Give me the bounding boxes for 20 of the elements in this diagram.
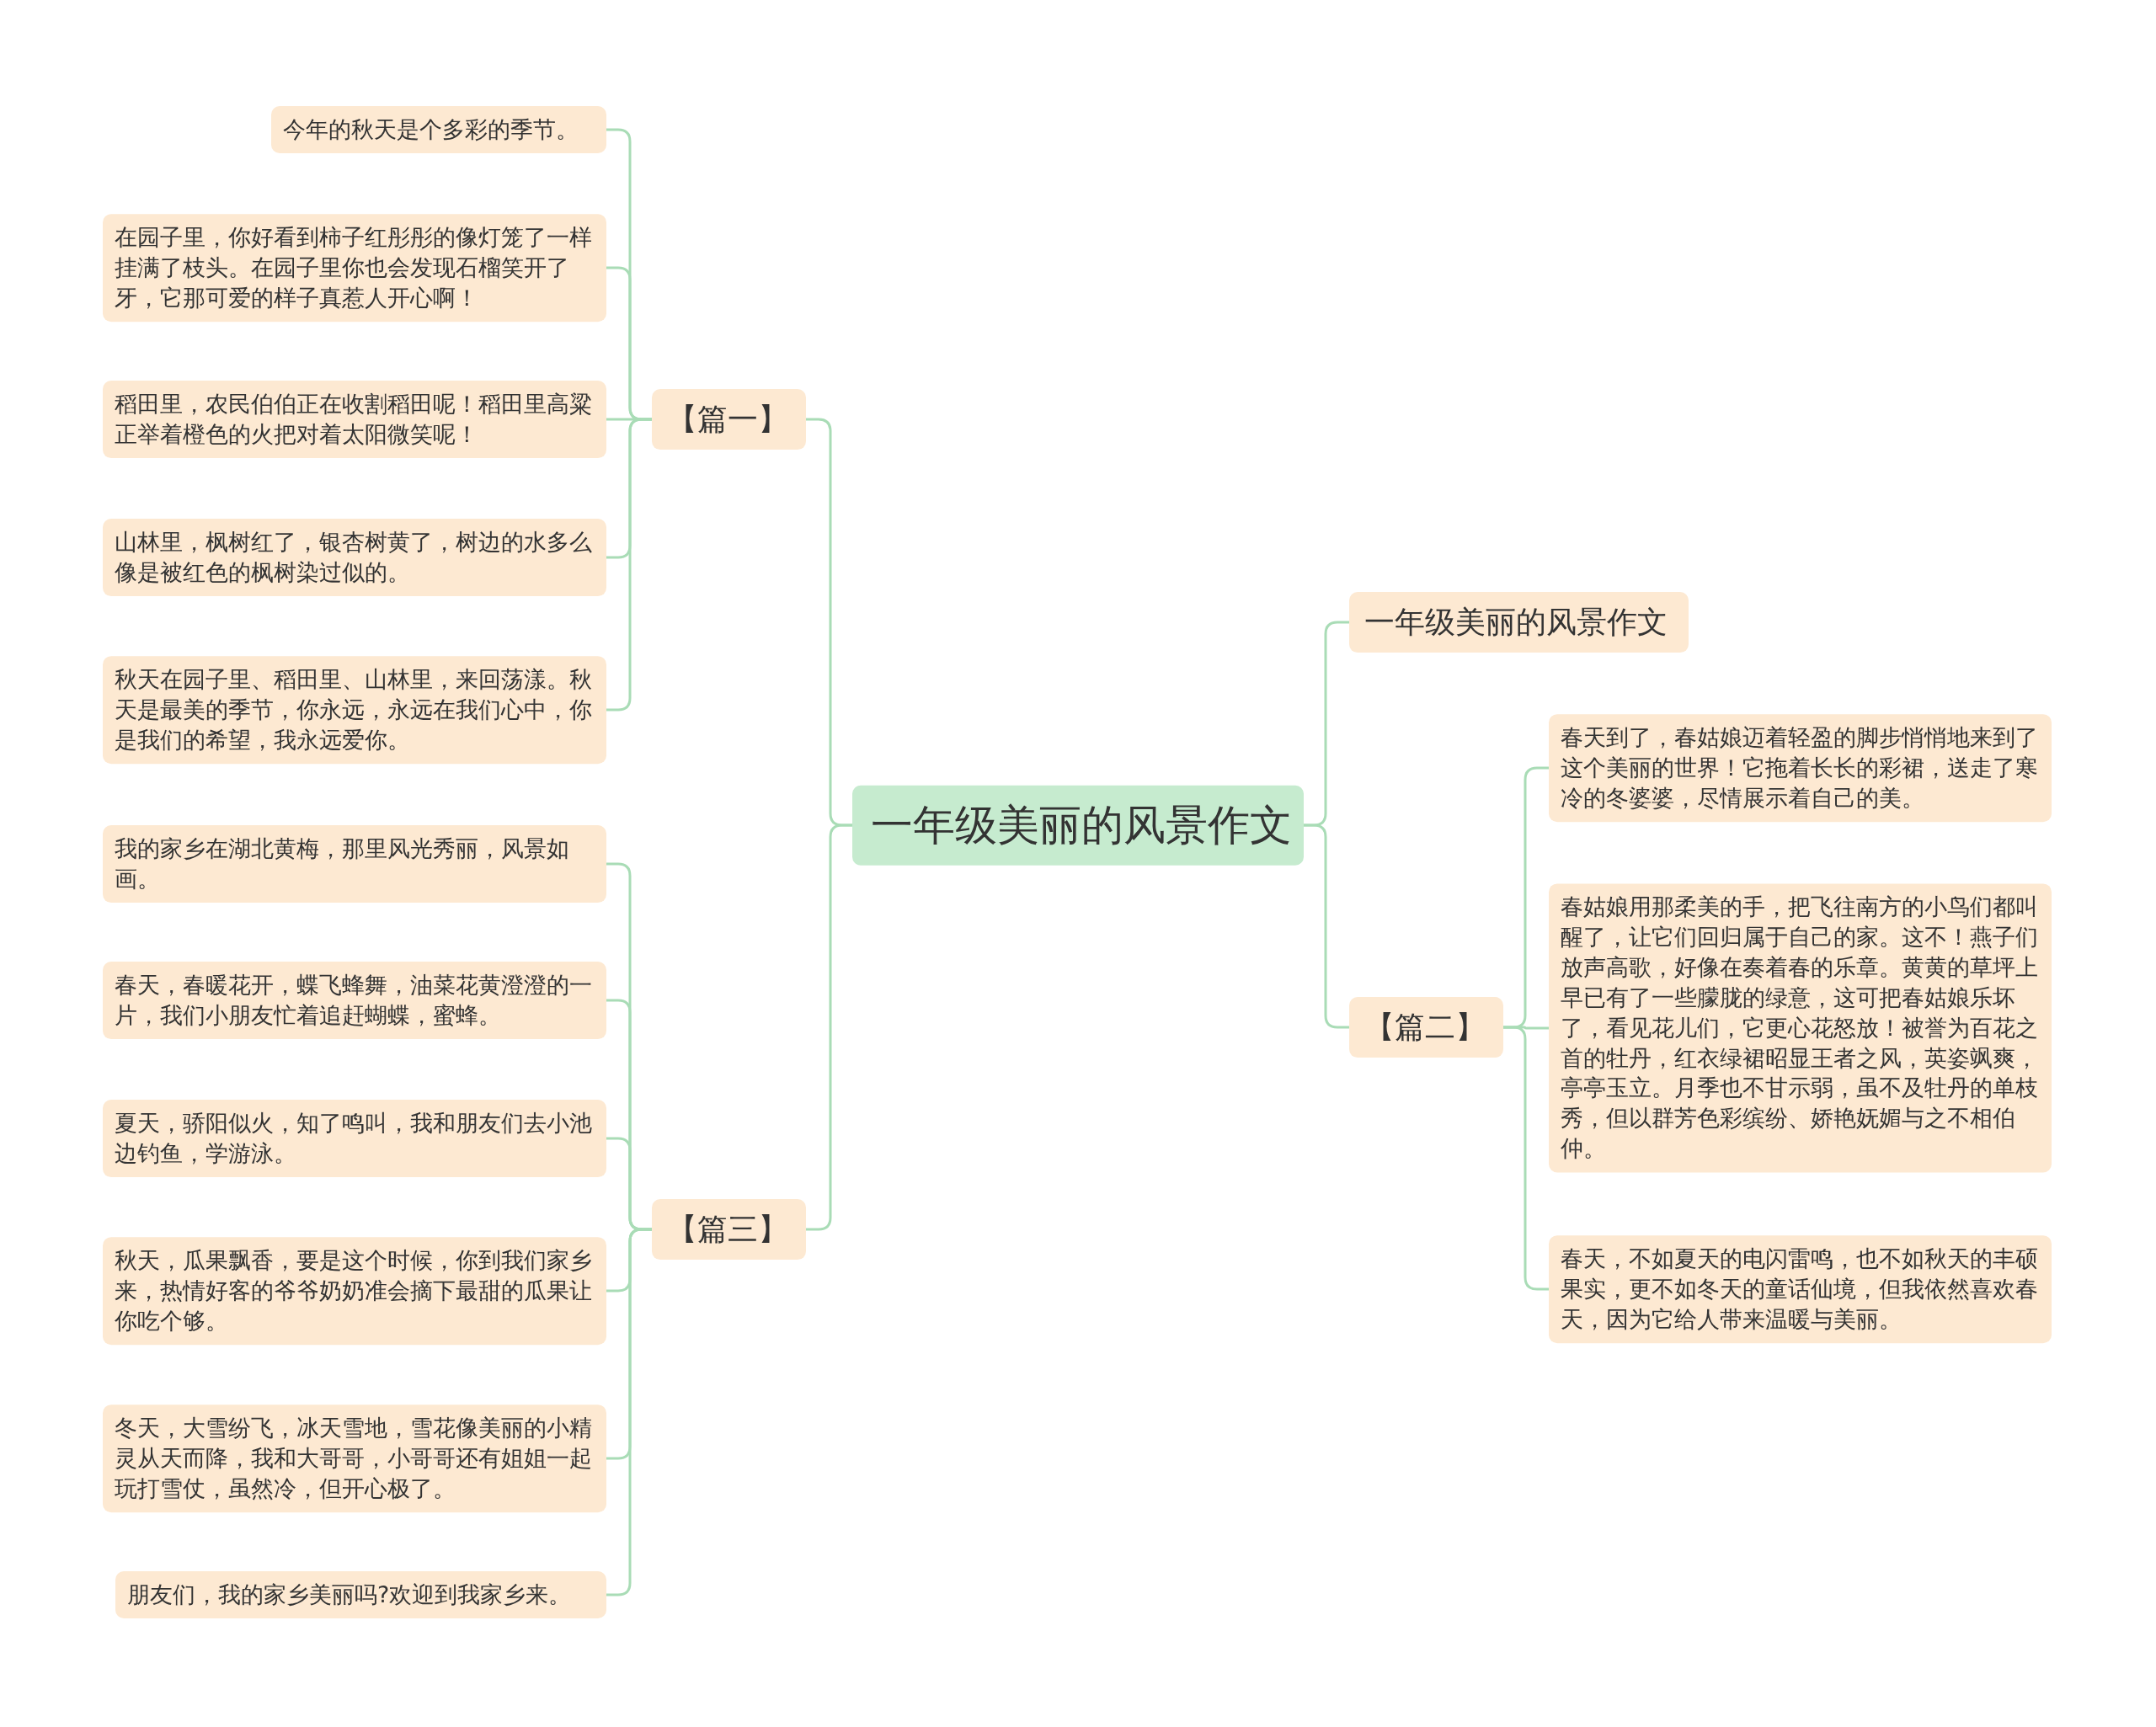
connector-line	[606, 1228, 652, 1596]
text-card: 冬天，大雪纷飞，冰天雪地，雪花像美丽的小精灵从天而降，我和大哥哥，小哥哥还有姐姐一起玩打雪仗，虽然冷，但开心极了。	[103, 1405, 606, 1512]
text-card: 在园子里，你好看到柿子红彤彤的像灯笼了一样挂满了枝头。在园子里你也会发现石榴笑开了牙，它那可爱的样子真惹人开心啊！	[103, 214, 606, 322]
topic-box: 【篇二】	[1349, 997, 1503, 1058]
central-topic: 一年级美丽的风景作文	[852, 785, 1304, 866]
text-card: 春天到了，春姑娘迈着轻盈的脚步悄悄地来到了这个美丽的世界！它拖着长长的彩裙，送走了寒冷的冬婆婆，尽情展示着自己的美。	[1549, 714, 2052, 822]
topic-box: 【篇三】	[652, 1199, 806, 1260]
text-card: 稻田里，农民伯伯正在收割稻田呢！稻田里高粱正举着橙色的火把对着太阳微笑呢！	[103, 381, 606, 458]
topic-box: 【篇一】	[652, 389, 806, 450]
text-card: 秋天，瓜果飘香，要是这个时候，你到我们家乡来，热情好客的爷爷奶奶准会摘下最甜的瓜果让你吃个够。	[103, 1237, 606, 1345]
text-card: 春天，不如夏天的电闪雷鸣，也不如秋天的丰硕果实，更不如冬天的童话仙境，但我依然喜欢春天，因为它给人带来温暖与美丽。	[1549, 1235, 2052, 1343]
text-card: 山林里，枫树红了，银杏树黄了，树边的水多么像是被红色的枫树染过似的。	[103, 519, 606, 596]
text-card: 春天，春暖花开，蝶飞蜂舞，油菜花黄澄澄的一片，我们小朋友忙着追赶蝴蝶，蜜蜂。	[103, 962, 606, 1039]
text-card: 今年的秋天是个多彩的季节。	[271, 106, 606, 153]
text-card: 朋友们，我的家乡美丽吗?欢迎到我家乡来。	[115, 1571, 606, 1618]
text-card: 春姑娘用那柔美的手，把飞往南方的小鸟们都叫醒了，让它们回归属于自己的家。这不！燕子们放声高歌，好像在奏着春的乐章。黄黄的草坪上早已有了一些朦胧的绿意，这可把春姑娘乐坏了，看见花儿们，它更心花怒放！被誉为百花之首的牡丹，红衣绿裙昭显王者之风，英姿飒爽，亭亭玉立。月季也不甘示弱，虽不及牡丹的单枝秀，但以群芳色彩缤纷、娇艳妩媚与之不相伯仲。	[1549, 883, 2052, 1173]
text-card: 我的家乡在湖北黄梅，那里风光秀丽，风景如画。	[103, 825, 606, 903]
text-card: 秋天在园子里、稻田里、山林里，来回荡漾。秋天是最美的季节，你永远，永远在我们心中，你是我们的希望，我永远爱你。	[103, 656, 606, 764]
text-card: 夏天，骄阳似火，知了鸣叫，我和朋友们去小池边钓鱼，学游泳。	[103, 1100, 606, 1177]
topic-box: 一年级美丽的风景作文	[1349, 592, 1689, 653]
